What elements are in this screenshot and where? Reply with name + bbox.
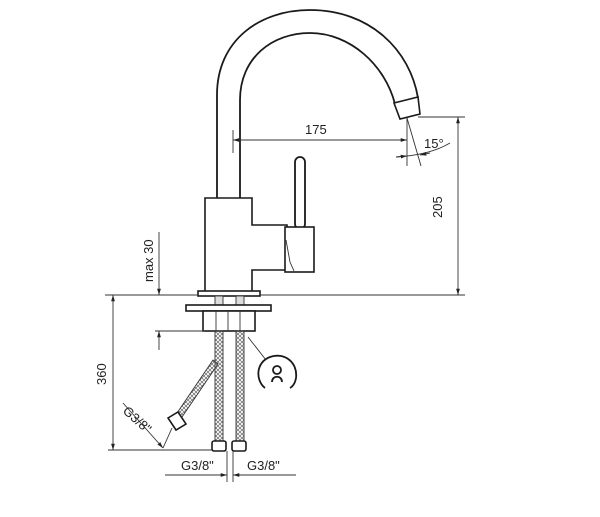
dim-hose-thread-left: G3/8" xyxy=(181,458,214,473)
dim-hose-thread-right: G3/8" xyxy=(247,458,280,473)
spout xyxy=(216,9,421,198)
handle-block xyxy=(284,226,315,273)
clip-detail xyxy=(247,336,297,389)
lever xyxy=(294,156,306,230)
dim-side-hose-thread: G3/8" xyxy=(120,403,155,436)
dim-spout-angle: 15° xyxy=(424,136,444,151)
faucet-body xyxy=(204,197,288,294)
dim-hose-length: 360 xyxy=(94,363,109,385)
aerator xyxy=(392,96,421,120)
dim-deck-thickness: max 30 xyxy=(141,239,156,282)
mounting-assembly xyxy=(166,290,272,452)
dim-spout-height: 205 xyxy=(430,196,445,218)
dim-reach: 175 xyxy=(305,122,327,137)
